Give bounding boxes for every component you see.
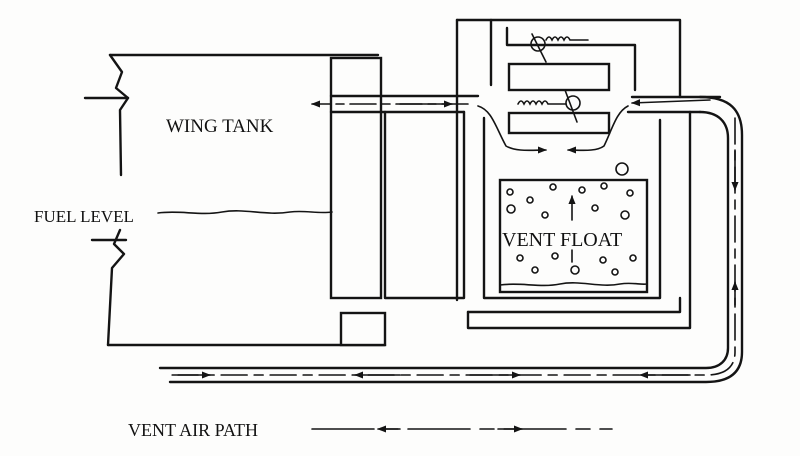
tank-bulkhead-lower <box>339 311 387 347</box>
vent-air-path <box>158 95 744 384</box>
float-bubble-icons <box>506 182 637 276</box>
wing-tank <box>83 53 387 347</box>
valve-flap <box>531 33 547 63</box>
wing-tank-left-edge-upper <box>108 53 130 177</box>
float-pivot-icon <box>615 162 629 176</box>
fuel-level-label: FUEL LEVEL <box>34 207 134 226</box>
float-chamber-base-bottom <box>466 110 692 330</box>
check-valve-upper <box>530 33 589 63</box>
wing-tank-label: WING TANK <box>166 116 274 137</box>
vent-tube-outer <box>168 95 744 384</box>
flow-curl-right-arrow-icon <box>567 105 629 154</box>
vent-upper-duct <box>505 26 637 92</box>
valve-chamber-upper <box>507 62 611 92</box>
flow-top-right-arrow-icon <box>631 99 711 107</box>
vent-tube-flow-line <box>171 117 736 376</box>
spring-icon <box>517 100 567 106</box>
fuel-level-line <box>157 210 333 215</box>
vent-structure <box>329 18 722 330</box>
tank-bulkhead-upper <box>329 56 383 300</box>
wing-tank-left-edge-lower <box>106 228 126 347</box>
spring-icon <box>545 36 589 42</box>
check-valve-icon <box>530 36 546 52</box>
float-chamber-base-top <box>466 296 682 314</box>
check-valve-lower <box>517 89 581 123</box>
legend-label: VENT AIR PATH <box>128 420 258 440</box>
vent-tube-inner <box>158 110 730 370</box>
float-fuel-surface <box>499 282 648 287</box>
valve-chamber-lower <box>507 111 611 135</box>
vent-float <box>498 162 649 294</box>
flow-curl-left-arrow-icon <box>477 105 547 154</box>
vent-tower-outer <box>455 18 682 99</box>
valve-flap <box>564 89 578 123</box>
float-chamber-walls <box>482 116 662 300</box>
vent-float-label: VENT FLOAT <box>502 229 622 251</box>
vent-channel-box <box>383 110 466 300</box>
